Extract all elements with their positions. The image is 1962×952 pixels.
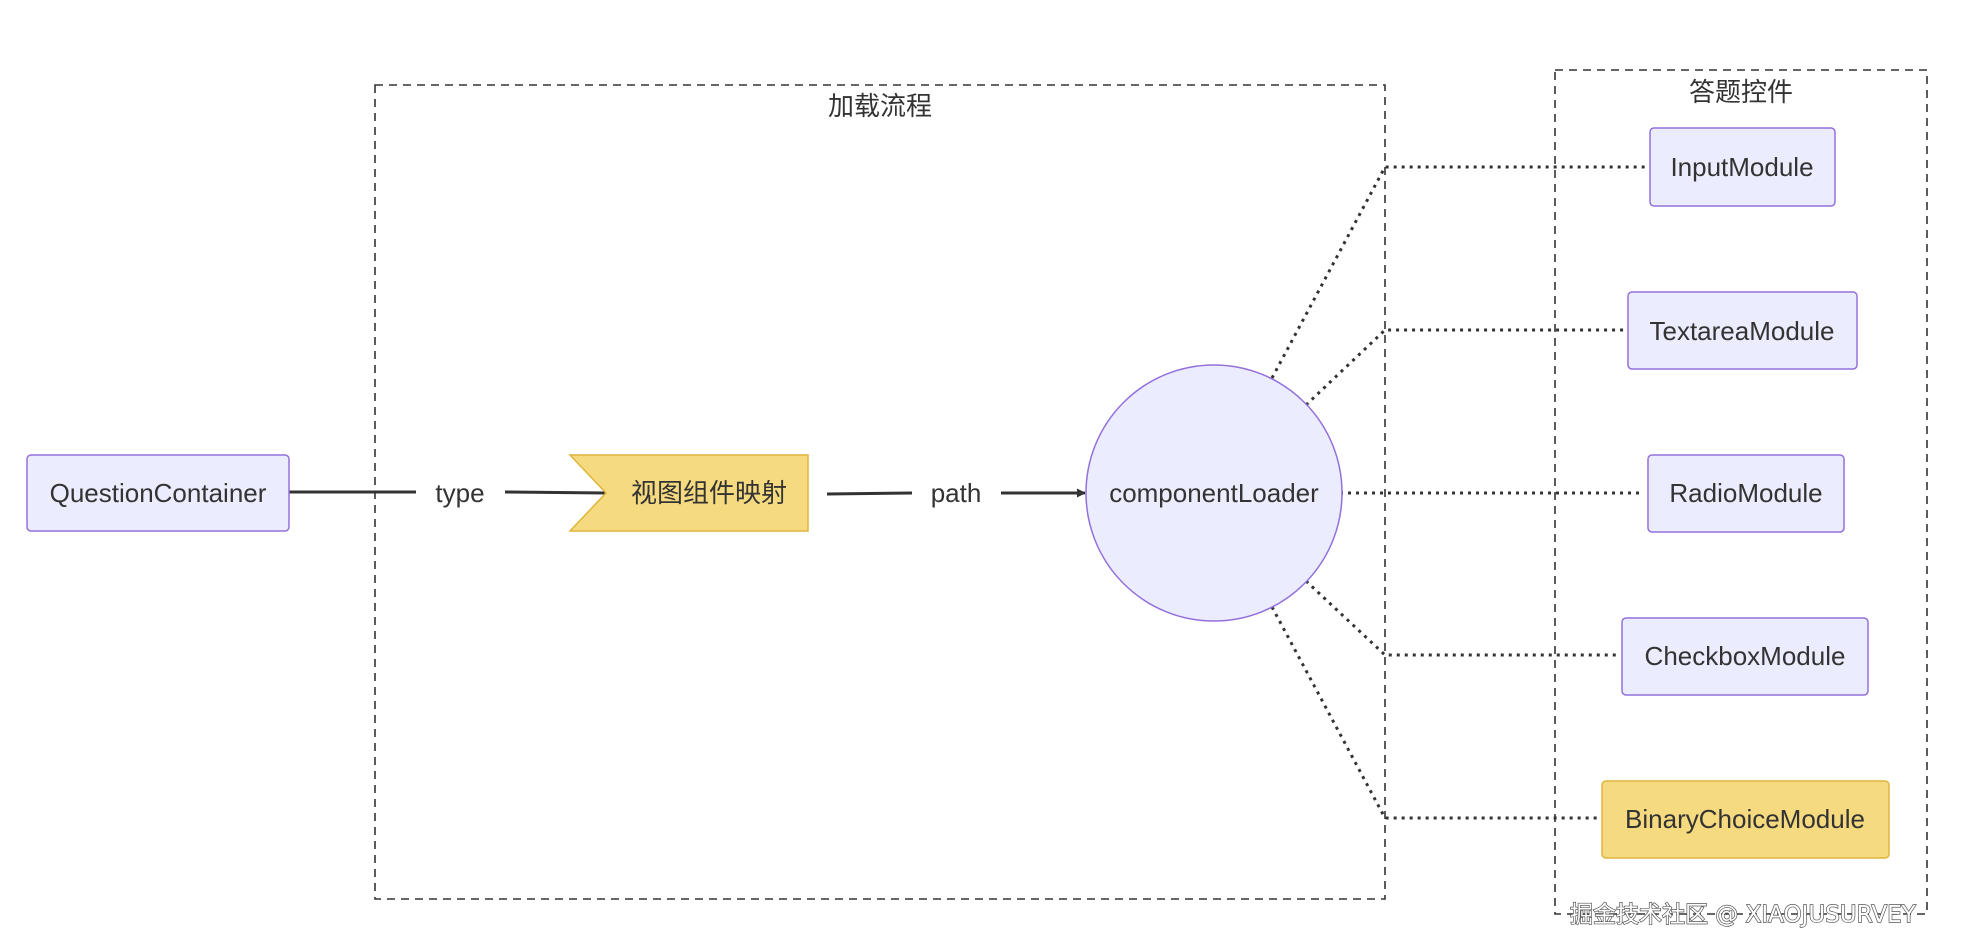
question-container-node[interactable]: QuestionContainer	[26, 454, 290, 532]
dotted-edges	[1270, 165, 1645, 820]
view-component-map-label: 视图组件映射	[631, 479, 787, 509]
answer-controls-cluster-border	[1554, 69, 1928, 915]
input-module-label: InputModule	[1670, 152, 1813, 182]
view-component-map-node[interactable]: 视图组件映射	[568, 454, 809, 532]
edge-type-to-map	[504, 490, 607, 495]
checkbox-module-label: CheckboxModule	[1645, 641, 1846, 671]
binary-choice-module-label: BinaryChoiceModule	[1625, 804, 1865, 834]
watermark: 掘金技术社区 @ XIAOJUSURVEY	[1570, 902, 1917, 928]
edge-label-path: path	[931, 478, 982, 508]
loading-flow-cluster-title: 加载流程	[828, 92, 932, 122]
radio-module-node[interactable]: RadioModule	[1647, 454, 1845, 533]
textarea-module-node[interactable]: TextareaModule	[1627, 291, 1858, 370]
binary-choice-module-node[interactable]: BinaryChoiceModule	[1601, 780, 1890, 859]
edge-loader-to-checkbox	[1304, 579, 1618, 657]
solid-edges	[289, 488, 1086, 498]
component-loader-node[interactable]: componentLoader	[1085, 364, 1343, 622]
component-loader-label: componentLoader	[1109, 478, 1319, 508]
radio-module-label: RadioModule	[1669, 478, 1822, 508]
textarea-module-label: TextareaModule	[1650, 316, 1835, 346]
edge-loader-to-input	[1270, 165, 1645, 379]
edge-map-to-path	[826, 491, 913, 496]
answer-controls-cluster: 答题控件	[1554, 69, 1928, 915]
edge-loader-to-binary	[1270, 606, 1598, 820]
input-module-node[interactable]: InputModule	[1649, 127, 1836, 207]
edge-label-type: type	[435, 478, 484, 508]
question-container-label: QuestionContainer	[50, 478, 267, 508]
checkbox-module-node[interactable]: CheckboxModule	[1621, 617, 1869, 696]
edge-loader-to-textarea	[1304, 328, 1624, 407]
answer-controls-cluster-title: 答题控件	[1689, 78, 1793, 108]
